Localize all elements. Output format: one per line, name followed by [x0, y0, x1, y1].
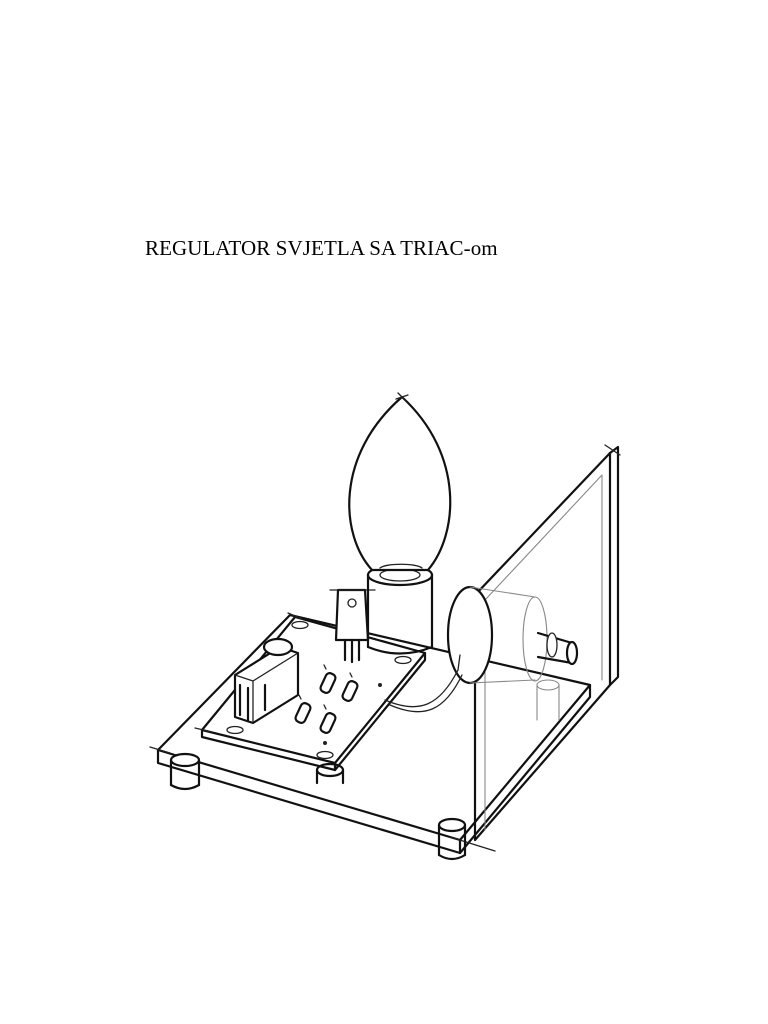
potentiometer	[446, 585, 579, 685]
plate-feet	[169, 679, 560, 861]
resistors	[294, 664, 359, 734]
candle-bulb	[348, 392, 452, 572]
base-plate	[149, 613, 592, 855]
pcb-board	[194, 612, 427, 772]
dimmer-assembly-illustration	[140, 385, 621, 865]
wiring	[384, 654, 463, 713]
page-title: REGULATOR SVJETLA SA TRIAC-om	[145, 236, 498, 260]
capacitor-block	[233, 637, 300, 725]
